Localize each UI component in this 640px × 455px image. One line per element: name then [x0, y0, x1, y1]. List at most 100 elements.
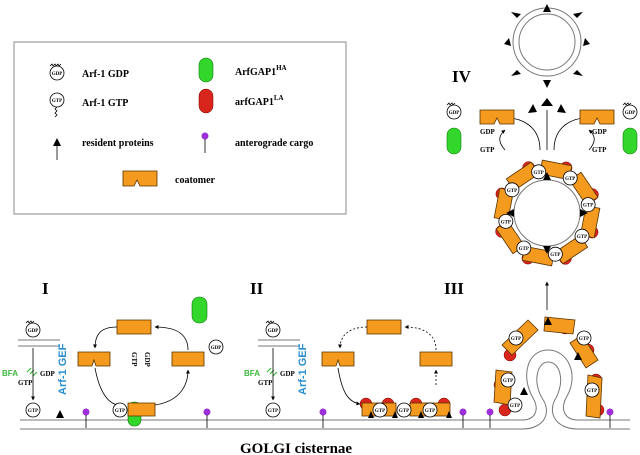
coated-vesicle-gtp-label: GTP	[565, 177, 575, 182]
coated-vesicle-gtp-label: GTP	[519, 247, 529, 252]
stage-ii-gtp-glyph-text: GTP	[268, 409, 278, 414]
coated-vesicle-resident-protein	[580, 209, 588, 217]
golgi-cisternae-label: GOLGI cisternae	[240, 441, 352, 455]
legend-coatomer-label: coatomer	[175, 175, 216, 186]
stage-i-coatomer-left	[77, 351, 111, 367]
stage-iii-gtp-1: GTP	[511, 337, 521, 342]
legend-resident-protein-icon	[53, 138, 61, 160]
stage-iii-gtp-5: GTP	[510, 404, 520, 409]
coated-vesicle-resident-protein	[543, 246, 551, 254]
coated-vesicle-arf-gtp	[562, 170, 578, 186]
stage-iv-left-arf-gdp	[446, 104, 462, 120]
stage-iv-right-gdp-glyph: GDP	[625, 111, 636, 116]
coated-vesicle-gtp-label: GTP	[550, 253, 560, 258]
stage-i-released-gdp-text: GDP	[211, 346, 222, 351]
stage-i-cargo	[82, 408, 211, 428]
coated-vesicle-gtp-label: GTP	[577, 235, 587, 240]
legend: GDP Arf-1 GDP GTP Arf-1 GTP resident pro…	[13, 41, 347, 215]
stage-ii-lattice-gtp-1: GTP	[375, 409, 385, 414]
coated-vesicle-arf-gtp	[498, 213, 514, 229]
stage-iii-budding-vesicle: GTP GTP GTP GTP GTP	[486, 316, 614, 428]
stage-ii-lattice-gtp-2: GTP	[399, 409, 409, 414]
stage-ii-arf-gtp	[265, 402, 281, 418]
stage-iv-region: GDP GDP GTP GDP GDP GTP	[446, 4, 638, 155]
stage-ii-coatomer-left	[321, 351, 355, 367]
stage-iv-left-gtp-label: GTP	[480, 146, 495, 154]
legend-frame	[13, 41, 347, 215]
stage-ii-lattice-gtp-3: GTP	[425, 409, 435, 414]
legend-arf1-gtp-glyph: GTP	[49, 92, 65, 118]
stage-i-gtp-glyph-text: GTP	[28, 409, 38, 414]
golgi-membrane	[20, 349, 630, 430]
stage-iv-right-arf-gdp	[622, 104, 638, 120]
stage-i-gtp-label: GTP	[18, 379, 33, 387]
stage-iv-left-gdp-glyph: GDP	[449, 111, 460, 116]
coated-vesicle-arf-gtp	[574, 228, 590, 244]
stage-i-released-arf-gdp	[208, 339, 224, 355]
coated-vesicle-gtp-label: GTP	[534, 171, 544, 176]
coated-vesicle-arf-gtp	[516, 240, 532, 256]
stage-label-i: I	[42, 279, 49, 298]
stage-iv-left-coatomer	[479, 109, 515, 125]
stage-iii-gtp-4: GTP	[587, 389, 597, 394]
stage-iv-left-arfgap1-ha	[446, 127, 462, 155]
released-resident-proteins	[528, 98, 566, 113]
coated-vesicle-gtp-label: GTP	[501, 220, 511, 225]
legend-arf1-gdp-glyph: GDP	[49, 63, 65, 81]
coated-vesicle-gtp-label: GTP	[507, 189, 517, 194]
coated-vesicle-resident-protein	[543, 172, 551, 180]
glyph-gtp-text: GTP	[52, 99, 62, 104]
legend-cargo-label: anterograde cargo	[235, 138, 313, 149]
coated-vesicle-arf-gtp	[580, 197, 596, 213]
stage-i-coatomer-right	[171, 351, 205, 367]
legend-cargo-icon	[201, 132, 209, 153]
stage-i-bound-coatomer	[127, 402, 156, 417]
legend-arfgap1-ha-icon	[198, 57, 214, 83]
stage-iv-right-arfgap1-ha	[622, 127, 638, 155]
stage-ii-coatomer-top	[366, 319, 402, 335]
legend-arf1-gdp-label: Arf-1 GDP	[82, 69, 129, 80]
stage-label-ii: II	[250, 279, 264, 298]
stage-ii-gdp-glyph-text: GDP	[268, 329, 279, 334]
coated-vesicle-arf-gtp	[531, 164, 547, 180]
stage-ii-arf-gdp	[265, 322, 281, 338]
stage-iv-right-coatomer	[579, 109, 615, 125]
stage-i-bfa-label: BFA	[2, 369, 18, 378]
legend-resident-label: resident proteins	[82, 138, 154, 149]
stage-label-iv: IV	[452, 67, 472, 86]
stage-label-iii: III	[444, 279, 464, 298]
stage-ii-gdp-label: GDP	[280, 370, 296, 378]
stage-ii-bound-coat-lattice: GTP GTP GTP	[359, 397, 452, 418]
stage-i-gdp-glyph-text: GDP	[28, 329, 39, 334]
legend-arfgap1-ha-label: ArfGAP1HA	[235, 64, 287, 78]
stage-i-bound-gtp-text: GTP	[115, 409, 125, 414]
uncoated-vesicle	[504, 4, 590, 88]
stage-i-coatomer-top	[116, 319, 152, 335]
stage-i-cycle-gtp: GTP	[130, 352, 138, 367]
stage-iv-left-gdp-label: GDP	[480, 128, 496, 136]
stage-i-arf-gtp	[25, 402, 41, 418]
stage-ii-coatomer-right	[419, 351, 453, 367]
stage-iii-gtp-2: GTP	[579, 337, 589, 342]
coated-vesicle-resident-protein	[506, 209, 514, 217]
coated-vesicle-arf-gtp	[504, 182, 520, 198]
stage-i-cycle-gdp: GDP	[143, 352, 151, 368]
stage-i-arfgap1-ha	[191, 296, 208, 324]
stage-i-bound-arf-gtp	[112, 402, 128, 418]
stage-ii-bfa-label: BFA	[244, 369, 260, 378]
stage-iii-gtp-3: GTP	[503, 379, 513, 384]
legend-coatomer-icon	[122, 170, 158, 187]
stage-i-gdp-label: GDP	[40, 370, 56, 378]
legend-arf1-gtp-label: Arf-1 GTP	[82, 98, 128, 109]
legend-arfgap1-la-label: arfGAP1LA	[235, 94, 284, 108]
legend-arfgap1-la-icon	[198, 88, 214, 114]
stage-ii-region: GDP BFA GDP GTP Arf-1 GEF GTP GTP GTP	[244, 319, 467, 428]
glyph-gdp-text: GDP	[52, 72, 63, 77]
stage-i-region: GDP BFA GDP GTP Arf-1 GEF GTP GTP GDP GD…	[2, 296, 224, 428]
stage-ii-gef-label: Arf-1 GEF	[297, 343, 309, 395]
stage-iv-right-gdp-label: GDP	[592, 128, 608, 136]
stage-ii-cargo	[319, 408, 467, 428]
